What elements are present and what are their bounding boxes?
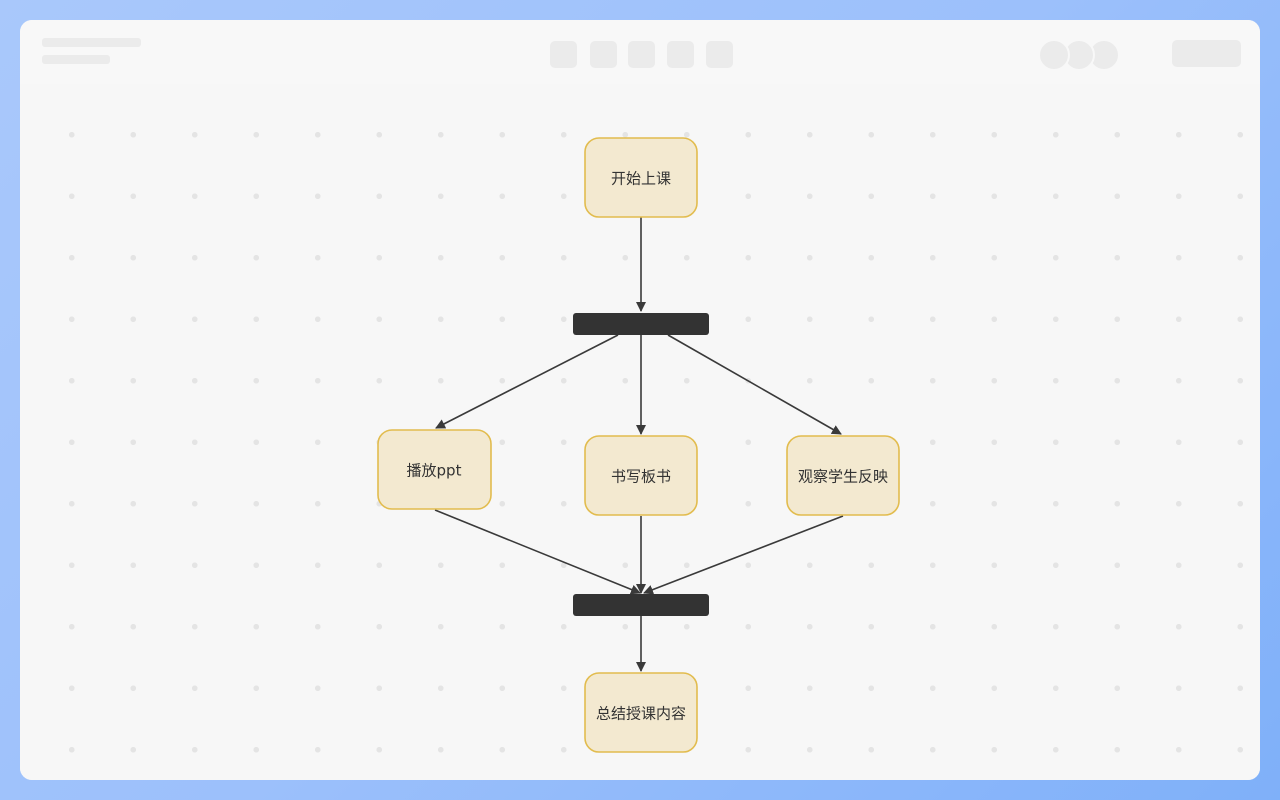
node-start-label: 开始上课 xyxy=(611,170,671,188)
node-summary-label: 总结授课内容 xyxy=(596,705,686,723)
toolbar-button-5[interactable] xyxy=(706,41,733,68)
activity-diagram: 开始上课 播放ppt 书写板书 观察学生反映 总结授课内容 xyxy=(377,137,900,753)
node-board-label: 书写板书 xyxy=(611,468,671,486)
fork-bar[interactable] xyxy=(573,313,709,335)
edge-ppt-to-join xyxy=(434,509,641,595)
share-button[interactable] xyxy=(1172,40,1241,67)
edge-fork-to-observe xyxy=(667,334,842,435)
node-ppt[interactable]: 播放ppt xyxy=(377,429,492,510)
edge-fork-to-ppt xyxy=(435,334,619,429)
toolbar xyxy=(20,20,1260,84)
diagram-canvas[interactable]: 开始上课 播放ppt 书写板书 观察学生反映 总结授课内容 xyxy=(20,84,1260,780)
toolbar-button-3[interactable] xyxy=(628,41,655,68)
subtitle-placeholder xyxy=(42,55,110,64)
node-board[interactable]: 书写板书 xyxy=(584,435,698,516)
node-ppt-label: 播放ppt xyxy=(407,462,462,480)
node-observe[interactable]: 观察学生反映 xyxy=(786,435,900,516)
edge-observe-to-join xyxy=(643,515,844,595)
toolbar-button-2[interactable] xyxy=(590,41,617,68)
avatar[interactable] xyxy=(1038,39,1070,71)
toolbar-button-1[interactable] xyxy=(550,41,577,68)
toolbar-button-4[interactable] xyxy=(667,41,694,68)
node-start[interactable]: 开始上课 xyxy=(584,137,698,218)
title-placeholder xyxy=(42,38,141,47)
app-window: 开始上课 播放ppt 书写板书 观察学生反映 总结授课内容 xyxy=(20,20,1260,780)
node-summary[interactable]: 总结授课内容 xyxy=(584,672,698,753)
node-observe-label: 观察学生反映 xyxy=(798,468,888,486)
join-bar[interactable] xyxy=(573,594,709,616)
